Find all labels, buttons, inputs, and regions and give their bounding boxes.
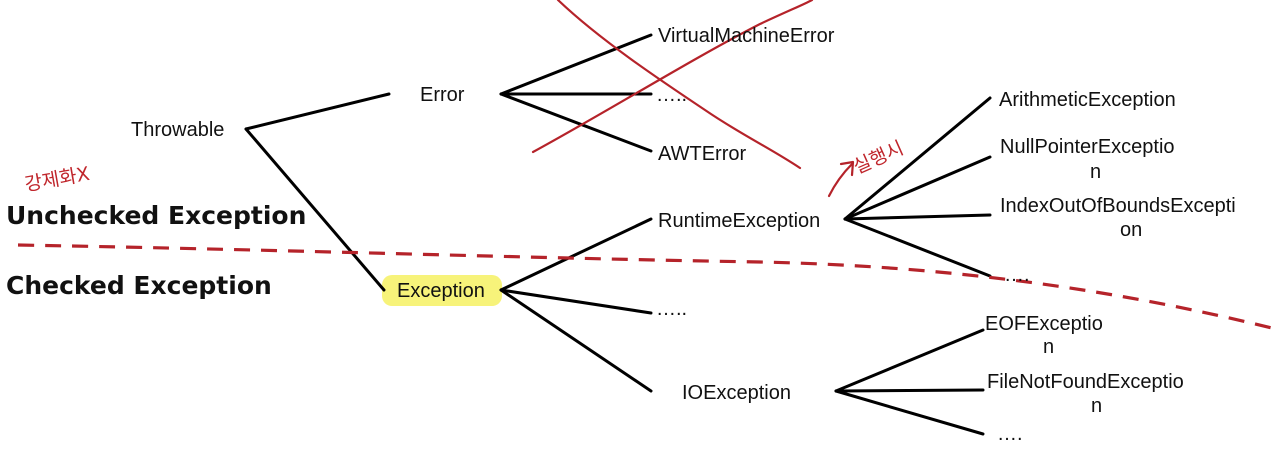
annotation-at-runtime: 실행시	[850, 137, 907, 178]
node-file-not-found-exception-line-2: n	[1091, 395, 1102, 417]
node-eof-exception-line-1: EOFExceptio	[985, 313, 1103, 335]
edge-exception-runtimeexception	[499, 217, 653, 292]
arrow-shaft	[827, 162, 854, 198]
edge-exception-ioexception	[499, 288, 653, 393]
edge-runtime-indexoutofbounds	[843, 213, 992, 221]
edge-throwable-error	[244, 92, 391, 131]
node-index-out-of-bounds-exception: IndexOutOfBoundsExcepti on	[1000, 195, 1241, 241]
node-io-exception: IOException	[682, 382, 791, 404]
tree-edges	[244, 33, 992, 436]
node-null-pointer-exception-line-2: n	[1090, 161, 1101, 183]
arrow-head	[839, 160, 855, 177]
edge-io-eof	[834, 328, 985, 393]
node-null-pointer-exception-line-1: NullPointerExceptio	[1000, 136, 1175, 158]
edge-error-awterror	[499, 92, 653, 153]
checked-unchecked-boundary	[17, 243, 1280, 332]
edge-io-more	[834, 389, 985, 436]
node-exception: Exception	[397, 280, 485, 302]
node-error: Error	[420, 84, 465, 106]
annotation-not-forced: 강제화X	[23, 163, 91, 196]
node-runtime-more: ….	[1004, 264, 1030, 286]
edge-runtime-nullpointer	[843, 155, 992, 221]
edge-throwable-exception	[244, 127, 386, 292]
runtime-note-arrow	[827, 160, 855, 198]
cross-out-stroke-down	[556, 0, 802, 170]
cross-out-stroke-up	[531, 0, 814, 154]
node-throwable: Throwable	[131, 119, 224, 141]
exception-highlight	[382, 275, 502, 306]
node-file-not-found-exception: FileNotFoundExceptio n	[987, 371, 1189, 417]
node-virtual-machine-error: VirtualMachineError	[658, 25, 835, 47]
edge-error-virtualmachineerror	[499, 33, 653, 96]
node-runtime-exception: RuntimeException	[658, 210, 820, 232]
node-error-more: …..	[656, 84, 687, 106]
edge-io-filenotfound	[834, 388, 985, 393]
node-index-out-of-bounds-exception-line-1: IndexOutOfBoundsExcepti	[1000, 195, 1236, 217]
edge-runtime-more	[843, 217, 992, 278]
node-exception-more: …..	[656, 298, 687, 320]
edge-exception-more	[499, 288, 653, 315]
zone-label-unchecked: Unchecked Exception	[6, 201, 306, 230]
zone-label-checked: Checked Exception	[6, 271, 272, 300]
node-eof-exception: EOFExceptio n	[985, 313, 1108, 358]
node-eof-exception-line-2: n	[1043, 336, 1054, 358]
node-io-more: ….	[997, 423, 1023, 445]
node-arithmetic-exception: ArithmeticException	[999, 89, 1176, 111]
node-file-not-found-exception-line-1: FileNotFoundExceptio	[987, 371, 1184, 393]
error-cross-out	[531, 0, 814, 170]
edge-runtime-arithmetic	[843, 96, 992, 221]
node-null-pointer-exception: NullPointerExceptio n	[1000, 136, 1180, 183]
node-index-out-of-bounds-exception-line-2: on	[1120, 219, 1142, 241]
node-awt-error: AWTError	[658, 143, 746, 165]
